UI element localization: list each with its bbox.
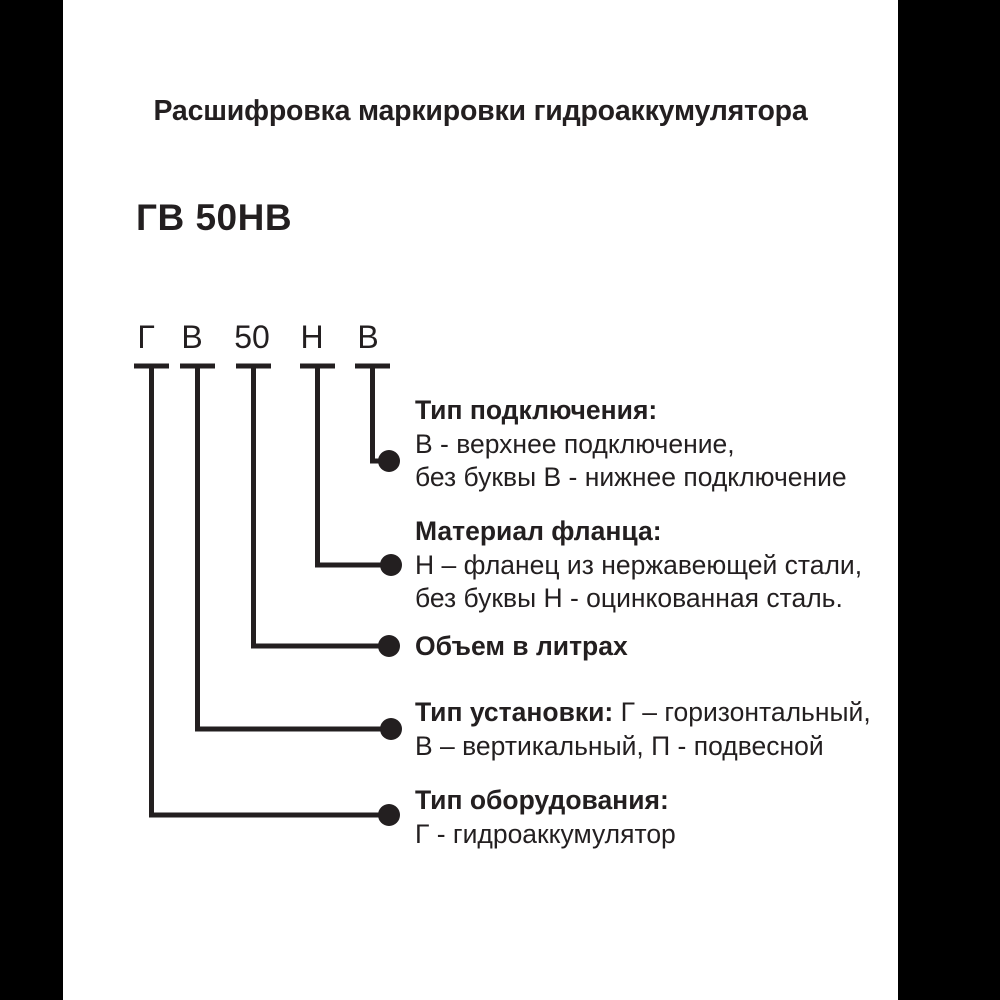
page-title: Расшифровка маркировки гидроаккумулятора <box>153 95 808 127</box>
callout-volume-liters: Объем в литрах <box>415 630 628 664</box>
code-token-3: 50 <box>234 319 270 355</box>
callout-heading-equipment-type: Тип оборудования: <box>415 785 669 815</box>
leader-path-volume-liters <box>251 366 385 649</box>
callout-line-flange-material-1: Н – фланец из нержавеющей стали, <box>415 549 863 580</box>
code-example: ГВ 50НВ <box>136 197 293 238</box>
leader-path-flange-material <box>315 366 385 568</box>
leader-path-equipment-type <box>149 366 385 818</box>
callout-line-flange-material-2: без буквы Н - оцинкованная сталь. <box>415 583 843 613</box>
callout-heading-volume-liters: Объем в литрах <box>415 631 628 661</box>
leader-dot-flange-material <box>380 554 402 576</box>
callout-connection-type: Тип подключения: В - верхнее подключение… <box>415 394 847 495</box>
callout-inline-installation-type: Г – горизонтальный, <box>613 697 871 727</box>
callout-heading-flange-material: Материал фланца: <box>415 516 662 546</box>
callout-installation-type: Тип установки: Г – горизонтальный, В – в… <box>415 696 871 763</box>
callout-line-equipment-type-1: Г - гидроаккумулятор <box>415 818 676 849</box>
callout-flange-material: Материал фланца: Н – фланец из нержавеющ… <box>415 515 862 616</box>
leader-path-installation-type <box>195 366 385 732</box>
callout-heading-connection-type: Тип подключения: <box>415 395 658 425</box>
figure-canvas: Расшифровка маркировки гидроаккумулятора… <box>63 0 898 1000</box>
leader-dot-installation-type <box>380 718 402 740</box>
leader-path-connection-type <box>370 366 385 464</box>
code-token-4: Н <box>300 319 324 355</box>
callout-line-connection-type-2: без буквы В - нижнее подключение <box>415 462 847 492</box>
callout-heading-installation-type: Тип установки: <box>415 697 614 727</box>
leader-dot-equipment-type <box>378 804 400 826</box>
code-token-2: В <box>181 319 203 355</box>
leader-dot-volume-liters <box>378 635 400 657</box>
callout-line-installation-type-1: В – вертикальный, П - подвесной <box>415 730 824 761</box>
code-token-1: Г <box>137 319 155 355</box>
callout-line-connection-type-1: В - верхнее подключение, <box>415 428 735 459</box>
leader-lines-group <box>134 363 402 826</box>
callout-equipment-type: Тип оборудования: Г - гидроаккумулятор <box>415 784 676 851</box>
frame-bar-left <box>0 0 63 1000</box>
frame-bar-right <box>898 0 1000 1000</box>
code-token-5: В <box>357 319 379 355</box>
leader-dot-connection-type <box>378 450 400 472</box>
